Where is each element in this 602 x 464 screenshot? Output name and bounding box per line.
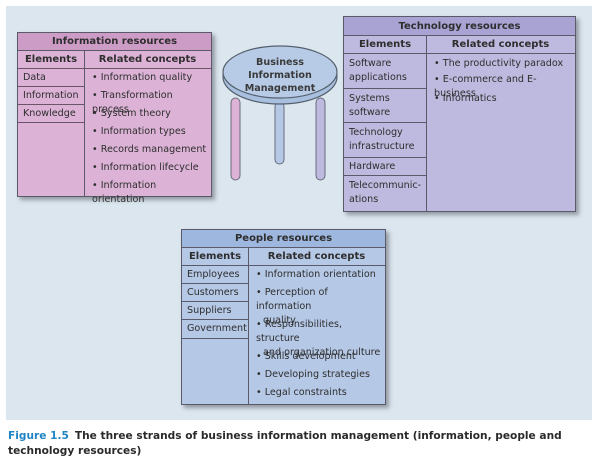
concept-item: Information orientation [86,179,211,207]
column-divider [248,248,249,404]
element-line: ations [349,194,379,205]
stool-leg-information [230,97,241,181]
concept-item: Records management [86,143,206,157]
concept-item: The productivity paradox [428,57,563,71]
technology-resources-box: Technology resources Elements Related co… [343,16,576,212]
concept-line: Responsibilities, structure [256,319,343,344]
stool-leg-technology [315,97,326,181]
concept-item: Skills development [250,350,356,364]
concept-item: Information types [86,125,186,139]
box-title: Information resources [18,33,211,51]
concepts-header: Related concepts [426,36,575,54]
concept-item: Information lifecycle [86,161,199,175]
element-item: Suppliers [182,302,248,320]
concept-item: Information orientation [250,268,376,282]
stool-label-line: Business [256,57,304,68]
element-item: Data [18,69,84,87]
element-item: Software applications [344,54,426,89]
box-title: People resources [182,230,385,248]
concept-line: Legal constraints [264,387,347,398]
concept-item: Developing strategies [250,368,370,382]
element-line: software [349,106,391,118]
stool-leg-people [274,101,285,165]
element-item: Information [18,87,84,105]
elements-header: Elements [344,36,426,54]
stool-graphic [222,45,338,181]
element-line: Technology [349,127,403,138]
concept-line: Skills development [264,351,356,362]
stool-label: Business Information Management [230,56,330,95]
element-line: infrastructure [349,141,415,152]
elements-header: Elements [18,51,84,69]
stool-label-line: Information [248,70,312,81]
column-divider [426,36,427,211]
element-item: Government [182,320,248,339]
element-line: Telecommunic- [349,180,422,191]
concepts-header: Related concepts [84,51,211,69]
box-title: Technology resources [344,17,575,36]
concept-line: Perception of information [256,287,328,312]
element-item: Hardware [344,158,426,176]
element-line: applications [349,72,407,83]
stool-top [222,45,338,99]
people-resources-box: People resources Elements Related concep… [181,229,386,405]
element-item: Customers [182,284,248,302]
element-line: Software [349,58,392,69]
stool-label-line: Management [244,83,316,94]
information-resources-box: Information resources Elements Related c… [17,32,212,205]
elements-header: Elements [182,248,248,266]
element-item: Technology infrastructure [344,123,426,158]
concept-item: Informatics [428,92,497,106]
element-item: Systems software [344,89,426,123]
concept-line: Information orientation [264,269,376,280]
element-item: Knowledge [18,105,84,123]
caption-text: The three strands of business informatio… [8,430,562,457]
concept-item: Legal constraints [250,386,347,400]
concept-line: Developing strategies [264,369,371,380]
concept-item: System theory [86,107,171,121]
column-divider [84,51,85,196]
concept-item: Information quality [86,71,192,85]
element-item: Employees [182,266,248,284]
element-item: Telecommunic-ations [344,176,426,210]
figure-number: Figure 1.5 [8,430,69,442]
element-line: Hardware [349,160,396,172]
concepts-header: Related concepts [248,248,385,266]
element-line: Systems [349,92,390,104]
